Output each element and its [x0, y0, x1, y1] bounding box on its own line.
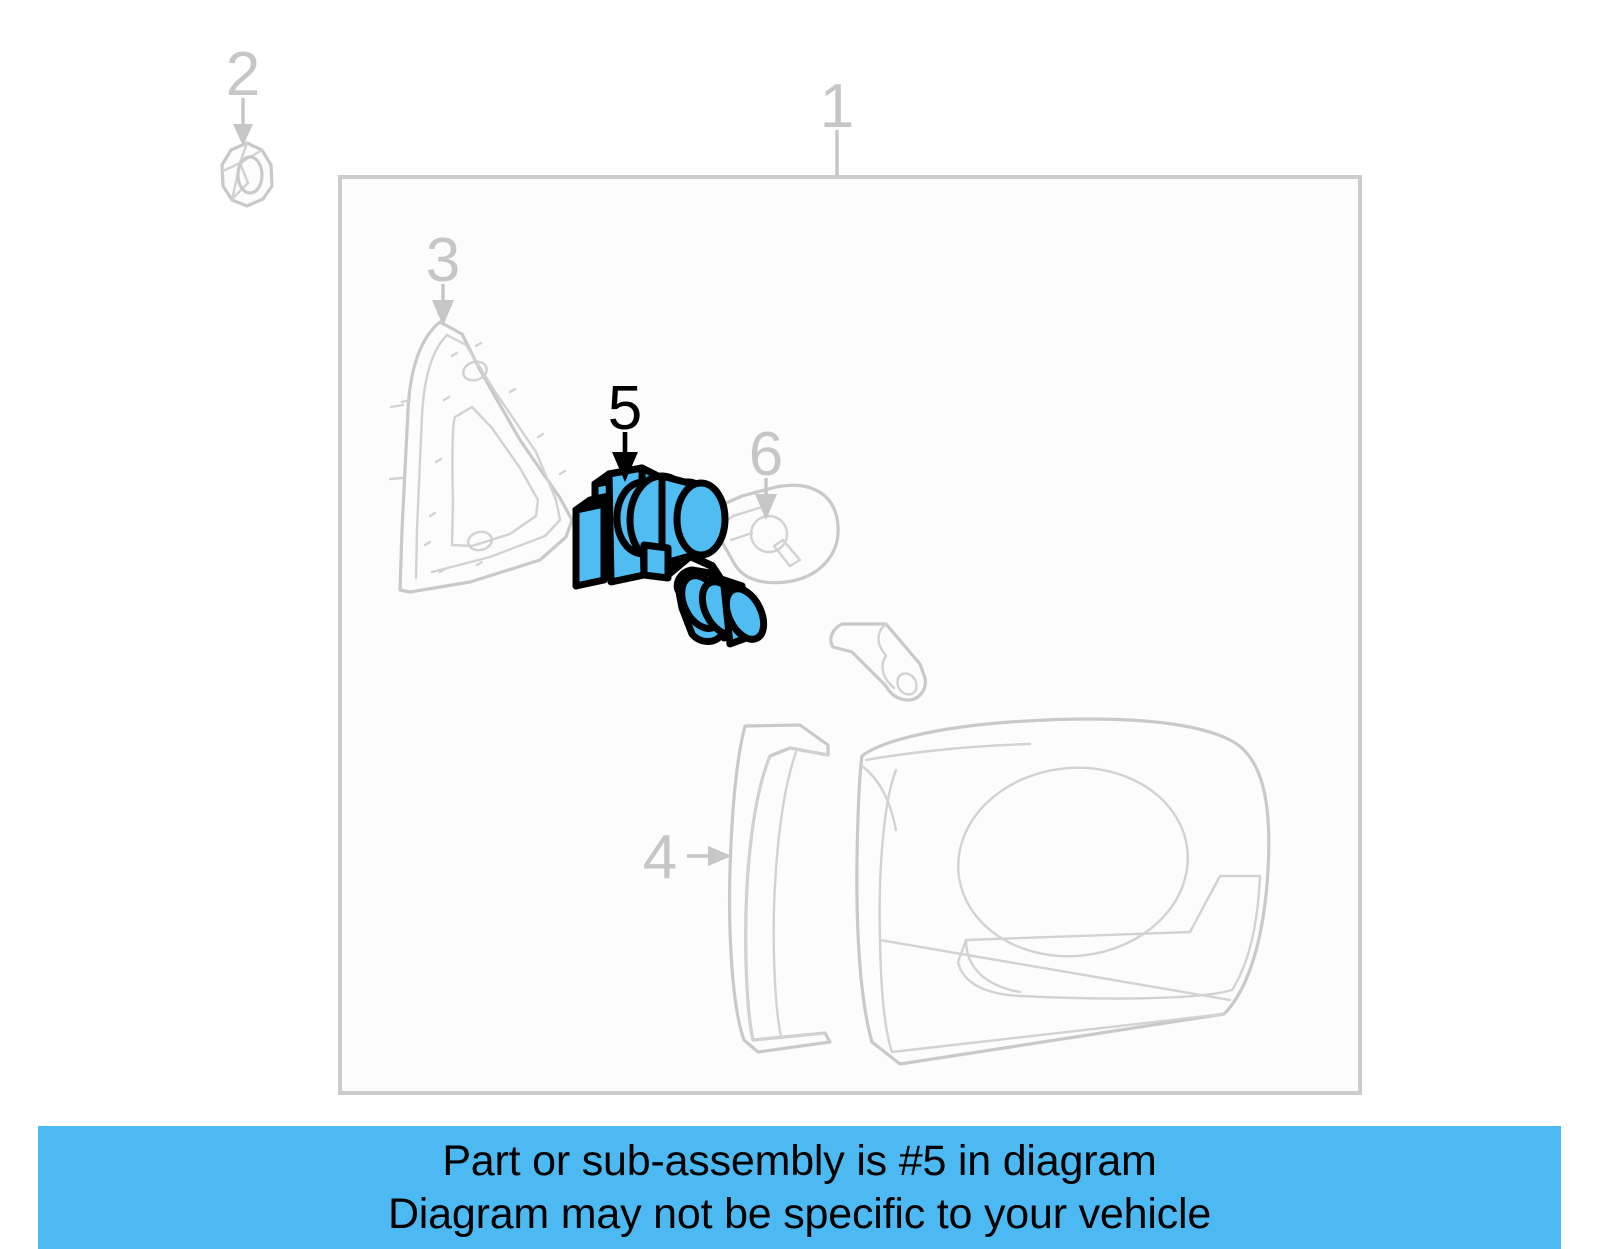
callout-label-6: 6 — [749, 420, 783, 489]
callout-label-4: 4 — [643, 823, 677, 892]
callout-5-pointer — [612, 432, 638, 482]
callout-2-pointer — [233, 98, 253, 146]
diagram-notice-banner: Part or sub-assembly is #5 in diagram Di… — [38, 1126, 1561, 1249]
tail-lamp-housing — [855, 717, 1271, 1066]
part-4-trim-panel — [727, 723, 832, 1054]
notice-line-part-number: Part or sub-assembly is #5 in diagram — [442, 1136, 1157, 1185]
diagram-canvas: 1 2 3 4 5 6 — [220, 40, 1362, 1095]
part-2-retaining-nut — [220, 141, 274, 208]
callout-6-pointer — [755, 478, 777, 520]
callout-label-2: 2 — [226, 40, 260, 109]
callout-label-1: 1 — [820, 72, 854, 141]
ghost-socket-cylinder — [829, 622, 927, 702]
notice-line-disclaimer: Diagram may not be specific to your vehi… — [387, 1189, 1212, 1238]
callout-3-pointer — [432, 284, 454, 326]
part-6-wedge-bulb — [712, 483, 840, 585]
callout-label-3: 3 — [426, 226, 460, 295]
callout-4-pointer — [687, 846, 732, 866]
part-3-lamp-gasket — [388, 320, 574, 594]
part-5-bulb-socket-assembly — [572, 464, 768, 648]
callout-label-5: 5 — [608, 374, 642, 443]
